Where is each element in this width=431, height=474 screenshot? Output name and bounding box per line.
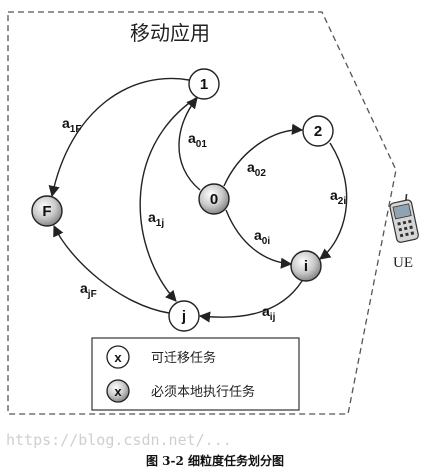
watermark-text: https://blog.csdn.net/...	[6, 431, 232, 449]
legend-symbol-migratable: x	[114, 350, 122, 365]
node-circle-j	[168, 300, 200, 332]
node-circle-2	[302, 115, 334, 147]
node-label-i: i	[304, 258, 308, 275]
edge-2-to-i	[319, 142, 348, 260]
edge-1-to-j	[139, 97, 197, 302]
node-label-j: j	[181, 308, 186, 325]
app-title: 移动应用	[130, 21, 210, 45]
edge-j-to-F	[53, 224, 170, 314]
edge-label-1-to-F: a1F	[62, 115, 81, 135]
edge-0-to-1	[178, 97, 201, 191]
legend-text-local: 必须本地执行任务	[151, 384, 255, 400]
edge-1-to-F	[48, 77, 190, 198]
edge-i-to-j	[198, 280, 303, 323]
edge-label-1-to-j: a1j	[148, 209, 164, 229]
node-circle-0	[198, 183, 230, 215]
node-circle-1	[188, 68, 220, 100]
node-label-0: 0	[210, 191, 218, 208]
phone-icon	[389, 193, 419, 243]
node-0: 0	[198, 183, 230, 215]
node-label-F: F	[42, 203, 51, 220]
node-circle-i	[290, 250, 322, 282]
edge-0-to-2	[223, 123, 304, 187]
node-label-1: 1	[200, 76, 208, 93]
edge-label-group: a1F a01 a02 a2i a1j a0i aij ajF	[62, 115, 346, 323]
edge-group	[48, 77, 348, 323]
edge-label-i-to-j: aij	[262, 303, 276, 323]
node-F: F	[31, 195, 63, 227]
edge-label-0-to-1: a01	[188, 130, 207, 150]
legend: x 可迁移任务 x 必须本地执行任务	[91, 337, 300, 411]
node-label-2: 2	[314, 123, 322, 140]
legend-item-migratable: x 可迁移任务	[106, 345, 216, 369]
node-i: i	[290, 250, 322, 282]
ue-label: UE	[393, 255, 413, 271]
app-boundary	[7, 11, 397, 415]
figure-caption: 图 3-2 细粒度任务划分图	[146, 453, 284, 468]
edge-label-2-to-i: a2i	[330, 187, 346, 207]
legend-text-migratable: 可迁移任务	[151, 350, 216, 366]
legend-item-local: x 必须本地执行任务	[106, 379, 255, 403]
edge-0-to-i	[225, 209, 293, 269]
edge-label-0-to-2: a02	[247, 159, 266, 179]
node-2: 2	[302, 115, 334, 147]
node-group: 1 2 0Fi j	[31, 68, 334, 332]
edge-label-0-to-i: a0i	[254, 227, 270, 247]
legend-symbol-local: x	[114, 384, 122, 399]
node-1: 1	[188, 68, 220, 100]
edge-label-j-to-F: ajF	[80, 280, 97, 300]
node-j: j	[168, 300, 200, 332]
node-circle-F	[31, 195, 63, 227]
